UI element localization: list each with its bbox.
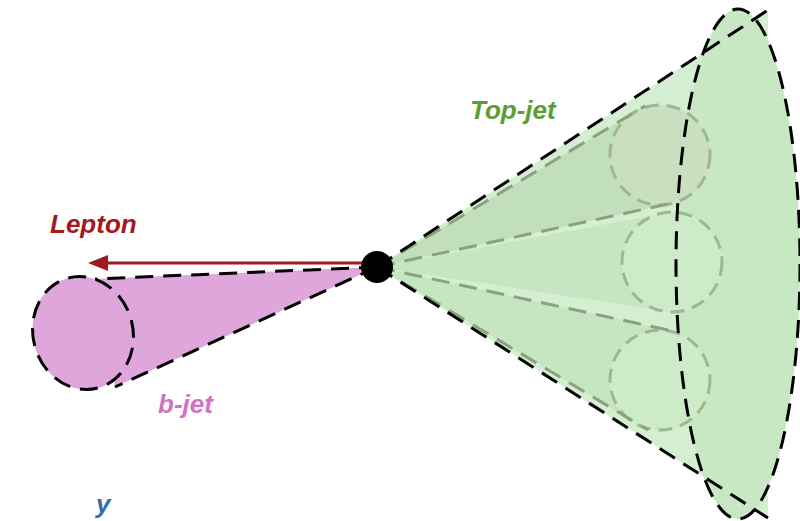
lepton-arrowhead: [88, 255, 108, 271]
top-jet-label: Top-jet: [470, 96, 556, 125]
top-jet-ellipse: [676, 9, 800, 519]
lepton-label: Lepton: [50, 210, 137, 239]
top-jet-edge: [377, 267, 768, 518]
subjet-edge: [377, 267, 648, 430]
subjet-circle: [622, 212, 722, 312]
b-jet-label: b-jet: [158, 390, 213, 419]
b-jet-edge: [115, 267, 377, 387]
b-jet-edge: [95, 267, 377, 279]
top-jet-edge: [377, 10, 768, 267]
cut-off-label: y: [96, 490, 110, 519]
lepton-arrow: [104, 262, 368, 265]
b-jet-cone: [95, 267, 377, 387]
subjet-edge: [377, 204, 668, 267]
b-jet-ellipse: [20, 265, 146, 401]
subjet-edge: [377, 267, 668, 330]
subjet-edge: [377, 106, 645, 267]
subjet-circle: [610, 105, 710, 205]
decay-vertex: [361, 251, 393, 283]
